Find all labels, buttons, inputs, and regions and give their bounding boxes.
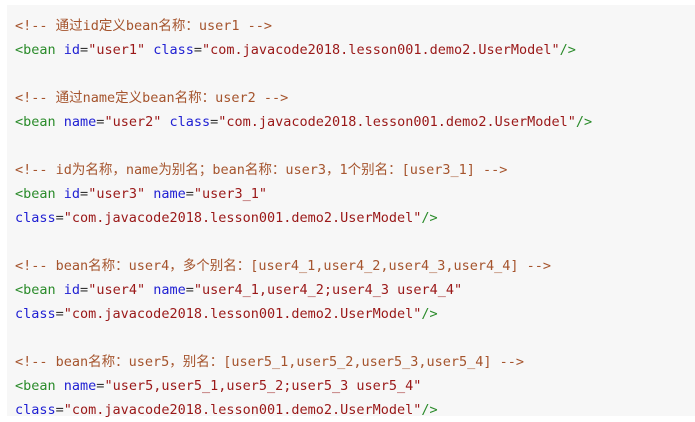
code-token-s: "com.javacode2018.lesson001.demo2.UserMo… (218, 114, 576, 130)
code-token-t: /> (560, 42, 576, 58)
code-token-s: "com.javacode2018.lesson001.demo2.UserMo… (64, 210, 422, 226)
code-token-p (56, 42, 64, 58)
code-token-p: = (186, 282, 194, 298)
code-token-s: "com.javacode2018.lesson001.demo2.UserMo… (64, 306, 422, 322)
code-token-s: "user3_1" (194, 186, 267, 202)
code-line (15, 134, 691, 158)
code-token-a: name (64, 378, 97, 394)
code-token-p: = (194, 42, 202, 58)
code-token-p (145, 42, 153, 58)
code-token-a: id (64, 42, 80, 58)
code-token-p: = (80, 282, 88, 298)
code-line: <bean id="user4" name="user4_1,user4_2;u… (15, 278, 691, 302)
code-token-t: /> (421, 306, 437, 322)
code-token-t: <bean (15, 114, 56, 130)
code-line: <bean id="user3" name="user3_1" (15, 182, 691, 206)
code-block: <!-- 通过id定义bean名称：user1 --><bean id="use… (7, 5, 695, 416)
code-token-a: class (153, 42, 194, 58)
code-line (15, 230, 691, 254)
code-token-a: name (64, 114, 97, 130)
code-token-p (56, 378, 64, 394)
code-token-t: <bean (15, 282, 56, 298)
code-line: class="com.javacode2018.lesson001.demo2.… (15, 206, 691, 230)
code-token-p: = (56, 210, 64, 226)
code-token-t: /> (576, 114, 592, 130)
code-token-t: /> (421, 210, 437, 226)
code-token-p (56, 186, 64, 202)
code-line: <!-- 通过id定义bean名称：user1 --> (15, 14, 691, 38)
code-token-t: <bean (15, 378, 56, 394)
code-line: <!-- 通过name定义bean名称：user2 --> (15, 86, 691, 110)
code-token-s: "com.javacode2018.lesson001.demo2.UserMo… (202, 42, 560, 58)
code-token-p: = (80, 42, 88, 58)
code-token-c: <!-- bean名称：user5，别名：[user5_1,user5_2,us… (15, 354, 524, 370)
code-token-a: class (169, 114, 210, 130)
code-token-s: "user2" (104, 114, 161, 130)
code-token-t: <bean (15, 42, 56, 58)
code-line: <!-- id为名称，name为别名；bean名称：user3，1个别名：[us… (15, 158, 691, 182)
code-token-p: = (80, 186, 88, 202)
code-token-a: class (15, 306, 56, 322)
code-token-s: "user4" (88, 282, 145, 298)
code-line: <!-- bean名称：user4，多个别名：[user4_1,user4_2,… (15, 254, 691, 278)
code-line: class="com.javacode2018.lesson001.demo2.… (15, 302, 691, 326)
code-token-p: = (56, 306, 64, 322)
code-token-c: <!-- 通过id定义bean名称：user1 --> (15, 18, 272, 34)
code-token-t: <bean (15, 186, 56, 202)
code-token-p (145, 282, 153, 298)
code-token-c: <!-- id为名称，name为别名；bean名称：user3，1个别名：[us… (15, 162, 507, 178)
code-token-s: "user3" (88, 186, 145, 202)
code-line: <!-- bean名称：user5，别名：[user5_1,user5_2,us… (15, 350, 691, 374)
code-token-p: = (186, 186, 194, 202)
code-line: class="com.javacode2018.lesson001.demo2.… (15, 398, 691, 422)
code-line (15, 326, 691, 350)
code-token-s: "user5,user5_1,user5_2;user5_3 user5_4" (104, 378, 421, 394)
code-token-c: <!-- 通过name定义bean名称：user2 --> (15, 90, 288, 106)
code-token-s: "user4_1,user4_2;user4_3 user4_4" (194, 282, 462, 298)
code-token-s: "user1" (88, 42, 145, 58)
code-line: <bean id="user1" class="com.javacode2018… (15, 38, 691, 62)
code-token-a: id (64, 186, 80, 202)
code-token-a: class (15, 210, 56, 226)
code-token-a: id (64, 282, 80, 298)
code-token-c: <!-- bean名称：user4，多个别名：[user4_1,user4_2,… (15, 258, 551, 274)
code-token-a: name (153, 282, 186, 298)
code-line: <bean name="user2" class="com.javacode20… (15, 110, 691, 134)
code-token-p (56, 114, 64, 130)
code-line (15, 62, 691, 86)
code-line: <bean name="user5,user5_1,user5_2;user5_… (15, 374, 691, 398)
code-token-a: name (153, 186, 186, 202)
code-token-p (56, 282, 64, 298)
code-token-p (145, 186, 153, 202)
